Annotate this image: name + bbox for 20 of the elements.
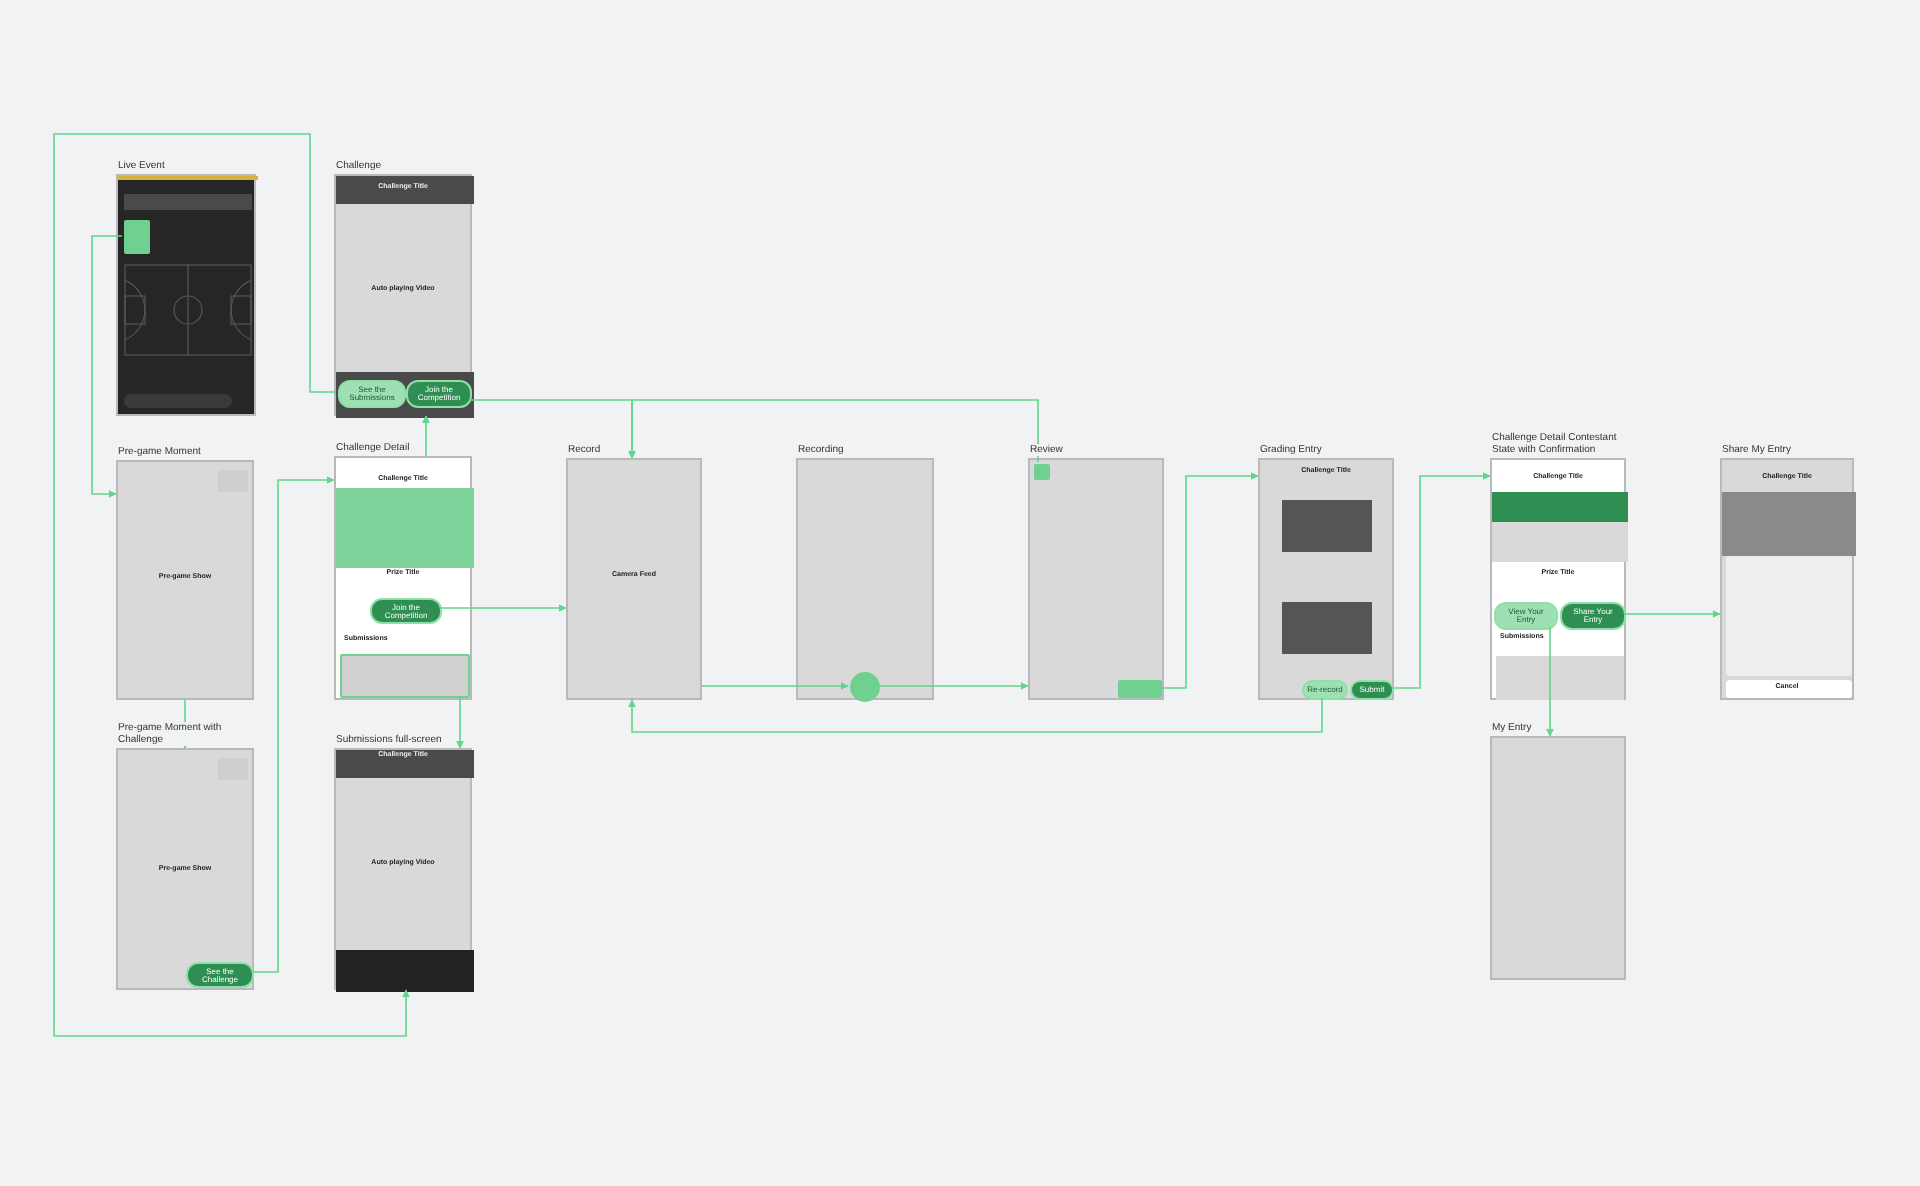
flow-arrow — [456, 695, 464, 749]
flow-arrow — [1623, 610, 1721, 618]
flow-arrow — [181, 699, 189, 749]
flow-arrow — [251, 476, 335, 973]
flow-arrow — [1391, 472, 1491, 689]
flow-arrow — [701, 682, 849, 690]
flow-arrow — [628, 399, 1039, 463]
flow-arrow — [53, 133, 410, 1037]
flow-arrow — [439, 604, 567, 612]
flow-arrow — [1159, 472, 1259, 689]
flow-arrow — [628, 697, 1323, 733]
flow-arrow — [91, 235, 123, 498]
record-button — [850, 672, 880, 702]
hotspot-box — [124, 220, 150, 254]
hotspot-box — [1034, 464, 1050, 480]
submission-thumbnail — [340, 654, 470, 698]
flow-arrow — [1546, 627, 1554, 737]
hotspot-box — [1118, 680, 1162, 698]
flow-arrow — [422, 415, 430, 457]
flow-arrow — [877, 682, 1029, 690]
